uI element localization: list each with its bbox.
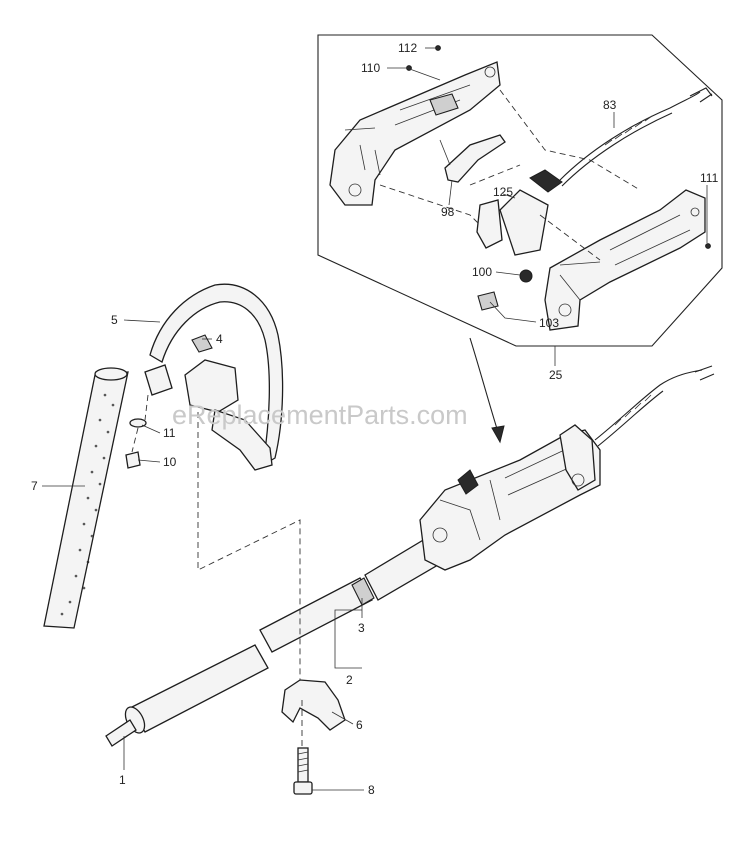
watermark-text: eReplacementParts.com (172, 400, 468, 430)
clamp-bolt (293, 747, 313, 795)
screw-111 (705, 243, 711, 249)
callout-3: 3 (358, 621, 365, 635)
callout-83: 83 (603, 98, 617, 112)
front-grip (43, 367, 129, 629)
inset-border (317, 34, 723, 347)
callout-5: 5 (111, 313, 118, 327)
callout-7: 7 (31, 479, 38, 493)
callout-1: 1 (119, 773, 126, 787)
callout-110: 110 (361, 61, 380, 75)
shaft-clamp (351, 577, 375, 606)
shaft-middle (259, 577, 373, 653)
callout-10: 10 (163, 455, 177, 469)
assembly-arrow (469, 337, 505, 444)
callout-8: 8 (368, 783, 375, 797)
callout-4: 4 (216, 332, 223, 346)
callout-6: 6 (356, 718, 363, 732)
callout-11: 11 (163, 426, 176, 440)
handle-left-half (329, 61, 501, 206)
alignment-dashes (131, 394, 303, 748)
cable-out (594, 365, 715, 447)
callout-98: 98 (441, 205, 455, 219)
trigger-lever (439, 134, 506, 183)
shaft-lower (129, 644, 269, 733)
callout-125: 125 (493, 185, 513, 199)
inset-leaders (387, 47, 708, 366)
callout-103: 103 (539, 316, 559, 330)
loop-handle-assembly (43, 283, 284, 629)
handle-right-half (544, 189, 706, 331)
callout-labels: 112 110 83 111 125 98 100 103 25 5 4 11 … (31, 41, 719, 797)
screw-112 (435, 45, 441, 51)
callout-2: 2 (346, 673, 353, 687)
main-assembly (105, 365, 715, 795)
throttle-cable (559, 87, 713, 187)
callout-112: 112 (398, 41, 417, 55)
callout-100: 100 (472, 265, 492, 279)
handle-housing (419, 424, 601, 571)
main-leaders (42, 319, 364, 791)
handle-detail-inset (317, 34, 723, 347)
loop-clamp (184, 359, 239, 413)
lower-clamp (281, 679, 346, 731)
callout-111: 111 (700, 171, 719, 185)
callout-25: 25 (549, 368, 563, 382)
